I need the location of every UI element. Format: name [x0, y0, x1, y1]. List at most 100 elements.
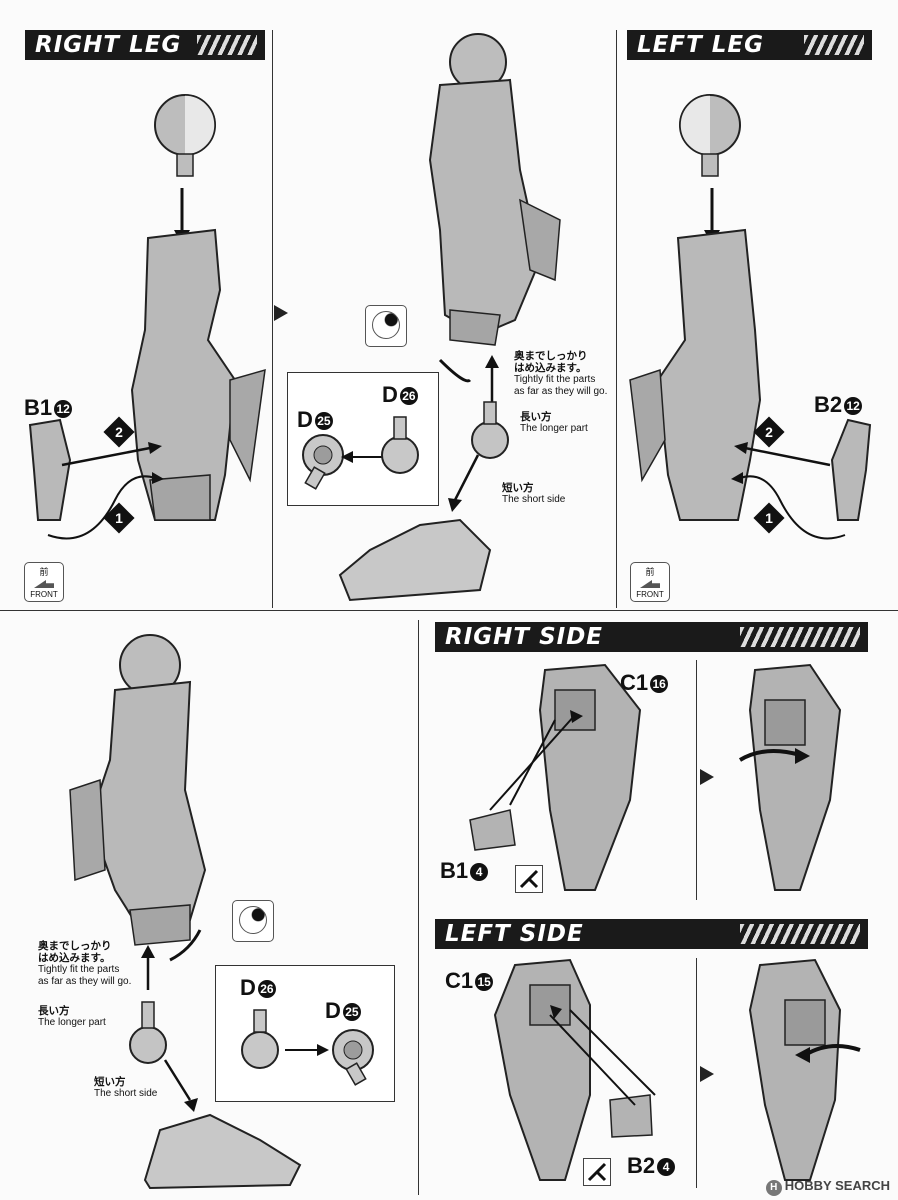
header-right-side-label: RIGHT SIDE [445, 624, 604, 650]
short-jp: 短い方 [502, 482, 534, 494]
part-letter: B1 [24, 395, 53, 420]
front-kanji: 前 [39, 567, 49, 577]
divider-middle [0, 610, 898, 611]
part-number: 4 [657, 1158, 676, 1177]
banner-stripes [740, 627, 860, 647]
short-side-note-bottom: 短い方 The short side [94, 1076, 157, 1100]
divider-top-left [272, 30, 273, 608]
part-letter: D [382, 382, 398, 407]
longer-part-note-top: 長い方 The longer part [520, 411, 588, 435]
tight-fit-jp-2: はめ込みます。 [38, 952, 111, 964]
longer-en: The longer part [38, 1017, 106, 1028]
header-left-leg: LEFT LEG [627, 30, 872, 60]
part-letter: D [297, 407, 313, 432]
part-number: 26 [399, 387, 418, 406]
header-right-side: RIGHT SIDE [435, 622, 868, 652]
part-number: 26 [257, 980, 276, 999]
front-direction-icon: 前 FRONT [630, 562, 670, 602]
tight-fit-jp-2: はめ込みます。 [514, 362, 587, 374]
header-left-leg-label: LEFT LEG [637, 32, 765, 58]
header-right-leg: RIGHT LEG [25, 30, 265, 60]
part-letter: C1 [620, 670, 649, 695]
left-leg-illustration [629, 94, 872, 540]
right-leg-illustration [28, 94, 266, 540]
tight-fit-note-bottom: 奥までしっかり はめ込みます。 Tightly fit the parts as… [38, 940, 131, 988]
part-letter: C1 [445, 968, 474, 993]
part-letter: D [240, 975, 256, 1000]
banner-stripes [804, 35, 864, 55]
next-step-arrow-icon [700, 1066, 714, 1082]
longer-en: The longer part [520, 423, 588, 434]
part-number: 25 [342, 1003, 361, 1022]
part-letter: B1 [440, 858, 469, 883]
part-number: 15 [475, 973, 494, 992]
watermark-logo-icon: H [765, 1180, 782, 1196]
left-side-armor-illustration [493, 958, 861, 1181]
part-letter: D [325, 998, 341, 1023]
front-label: FRONT [30, 590, 58, 599]
leg-assembly-bottom-illustration [69, 634, 302, 1190]
step-marker-1: 1 [753, 502, 785, 534]
rotation-hint-icon [365, 305, 407, 347]
right-side-armor-illustration [469, 663, 842, 891]
short-en: The short side [94, 1088, 158, 1099]
divider-bottom-left [418, 620, 419, 1195]
front-arrow-icon [34, 580, 54, 588]
front-direction-icon: 前 FRONT [24, 562, 64, 602]
tight-fit-note-top: 奥までしっかり はめ込みます。 Tightly fit the parts as… [514, 350, 607, 398]
divider-left-side-steps [696, 958, 697, 1188]
nipper-cut-icon [515, 865, 543, 893]
banner-stripes [197, 35, 257, 55]
longer-jp: 長い方 [38, 1005, 70, 1017]
part-number: 12 [54, 400, 73, 419]
front-label: FRONT [636, 590, 664, 599]
short-en: The short side [502, 494, 566, 505]
longer-part-note-bottom: 長い方 The longer part [38, 1005, 106, 1029]
part-number: 12 [844, 397, 863, 416]
step-marker-1: 1 [103, 502, 135, 534]
tight-fit-en-2: as far as they will go. [514, 386, 608, 397]
d-parts-top-illustration [302, 416, 419, 490]
front-arrow-icon [640, 580, 660, 588]
rotation-hint-icon [232, 900, 274, 942]
banner-stripes [740, 924, 860, 944]
header-right-leg-label: RIGHT LEG [35, 32, 182, 58]
divider-right-side-steps [696, 660, 697, 900]
nipper-cut-icon [583, 1158, 611, 1186]
watermark-text: HOBBY SEARCH [784, 1178, 890, 1193]
short-side-note-top: 短い方 The short side [502, 482, 565, 506]
header-left-side-label: LEFT SIDE [445, 921, 584, 947]
front-kanji: 前 [645, 567, 655, 577]
tight-fit-jp-1: 奥までしっかり [514, 350, 588, 362]
part-number: 4 [470, 863, 489, 882]
step-marker-2: 2 [753, 416, 785, 448]
part-letter: B2 [627, 1153, 656, 1178]
part-number: 16 [650, 675, 669, 694]
part-number: 25 [314, 412, 333, 431]
part-letter: B2 [814, 392, 843, 417]
longer-jp: 長い方 [520, 411, 552, 423]
tight-fit-jp-1: 奥までしっかり [38, 940, 112, 952]
next-step-arrow-icon [274, 305, 288, 321]
tight-fit-en-1: Tightly fit the parts [514, 374, 596, 385]
short-jp: 短い方 [94, 1076, 126, 1088]
divider-top-right [616, 30, 617, 608]
d-parts-bottom-illustration [241, 1009, 374, 1086]
tight-fit-en-2: as far as they will go. [38, 976, 132, 987]
knee-assembly-illustration [338, 33, 561, 602]
next-step-arrow-icon [700, 769, 714, 785]
tight-fit-en-1: Tightly fit the parts [38, 964, 120, 975]
header-left-side: LEFT SIDE [435, 919, 868, 949]
step-marker-2: 2 [103, 416, 135, 448]
